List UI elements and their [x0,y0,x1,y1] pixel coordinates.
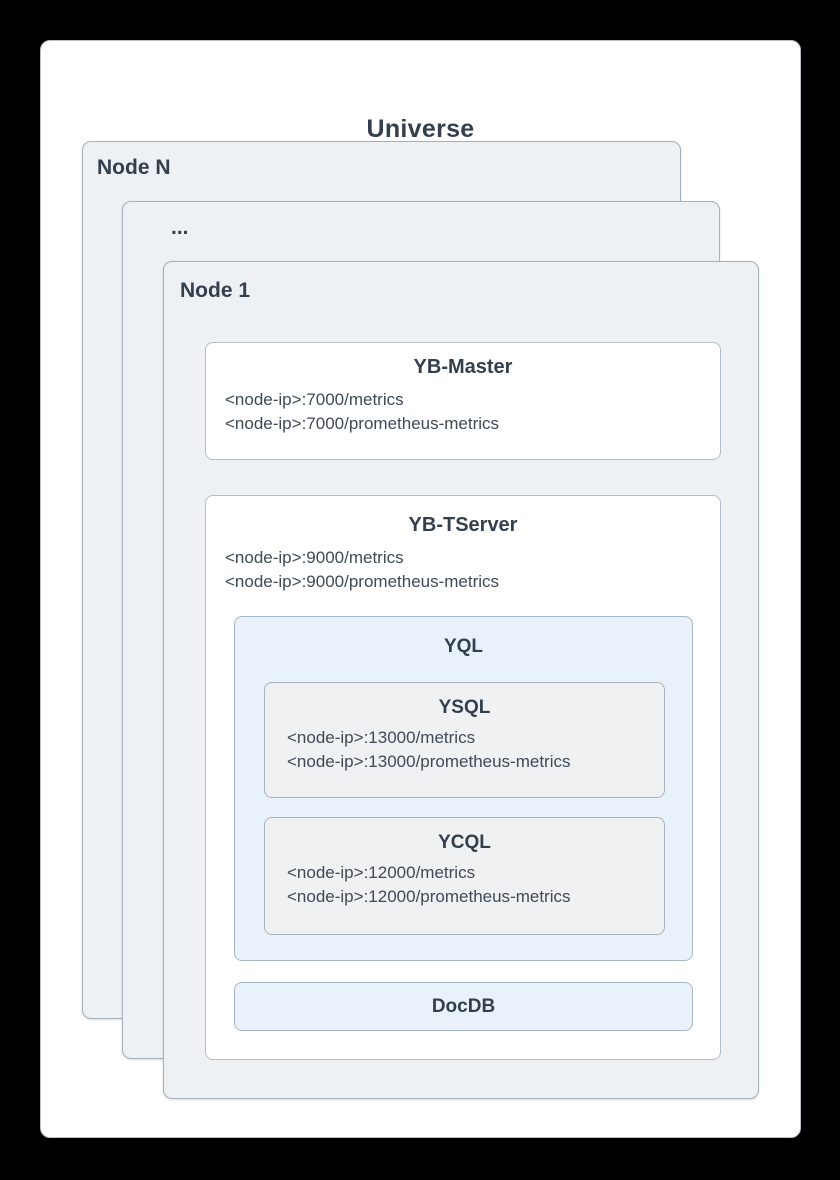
ycql-endpoints: <node-ip>:12000/metrics <node-ip>:12000/… [265,861,664,909]
yb-master-endpoints: <node-ip>:7000/metrics <node-ip>:7000/pr… [206,388,720,436]
docdb-box: DocDB [234,982,693,1031]
yb-tserver-metrics-endpoint: <node-ip>:9000/metrics [225,548,404,567]
universe-box: Universe Node N ... Node 1 YB-Master <no… [40,40,801,1138]
node-ellipsis-label: ... [171,216,189,239]
yql-title: YQL [443,636,484,657]
ycql-box: YCQL <node-ip>:12000/metrics <node-ip>:1… [264,817,665,935]
ysql-prometheus-endpoint: <node-ip>:13000/prometheus-metrics [287,752,571,771]
yb-master-prometheus-endpoint: <node-ip>:7000/prometheus-metrics [225,414,500,433]
ysql-title: YSQL [438,697,491,718]
yb-tserver-prometheus-endpoint: <node-ip>:9000/prometheus-metrics [225,572,500,591]
ycql-metrics-endpoint: <node-ip>:12000/metrics [287,863,476,882]
node-n-label: Node N [97,156,171,179]
ysql-endpoints: <node-ip>:13000/metrics <node-ip>:13000/… [265,726,664,774]
node-1-box: Node 1 YB-Master <node-ip>:7000/metrics … [163,261,759,1099]
ysql-metrics-endpoint: <node-ip>:13000/metrics [287,728,476,747]
universe-title: Universe [366,115,475,143]
yb-tserver-title: YB-TServer [408,514,518,536]
yb-master-metrics-endpoint: <node-ip>:7000/metrics [225,390,404,409]
yql-box: YQL YSQL <node-ip>:13000/metrics <node-i… [234,616,693,961]
ycql-prometheus-endpoint: <node-ip>:12000/prometheus-metrics [287,887,571,906]
yb-tserver-endpoints: <node-ip>:9000/metrics <node-ip>:9000/pr… [206,546,720,594]
ysql-box: YSQL <node-ip>:13000/metrics <node-ip>:1… [264,682,665,798]
docdb-title: DocDB [431,995,496,1017]
node-1-label: Node 1 [180,279,251,302]
yb-tserver-box: YB-TServer <node-ip>:9000/metrics <node-… [205,495,721,1060]
yb-master-box: YB-Master <node-ip>:7000/metrics <node-i… [205,342,721,460]
yb-master-title: YB-Master [413,356,513,378]
ycql-title: YCQL [438,832,491,853]
